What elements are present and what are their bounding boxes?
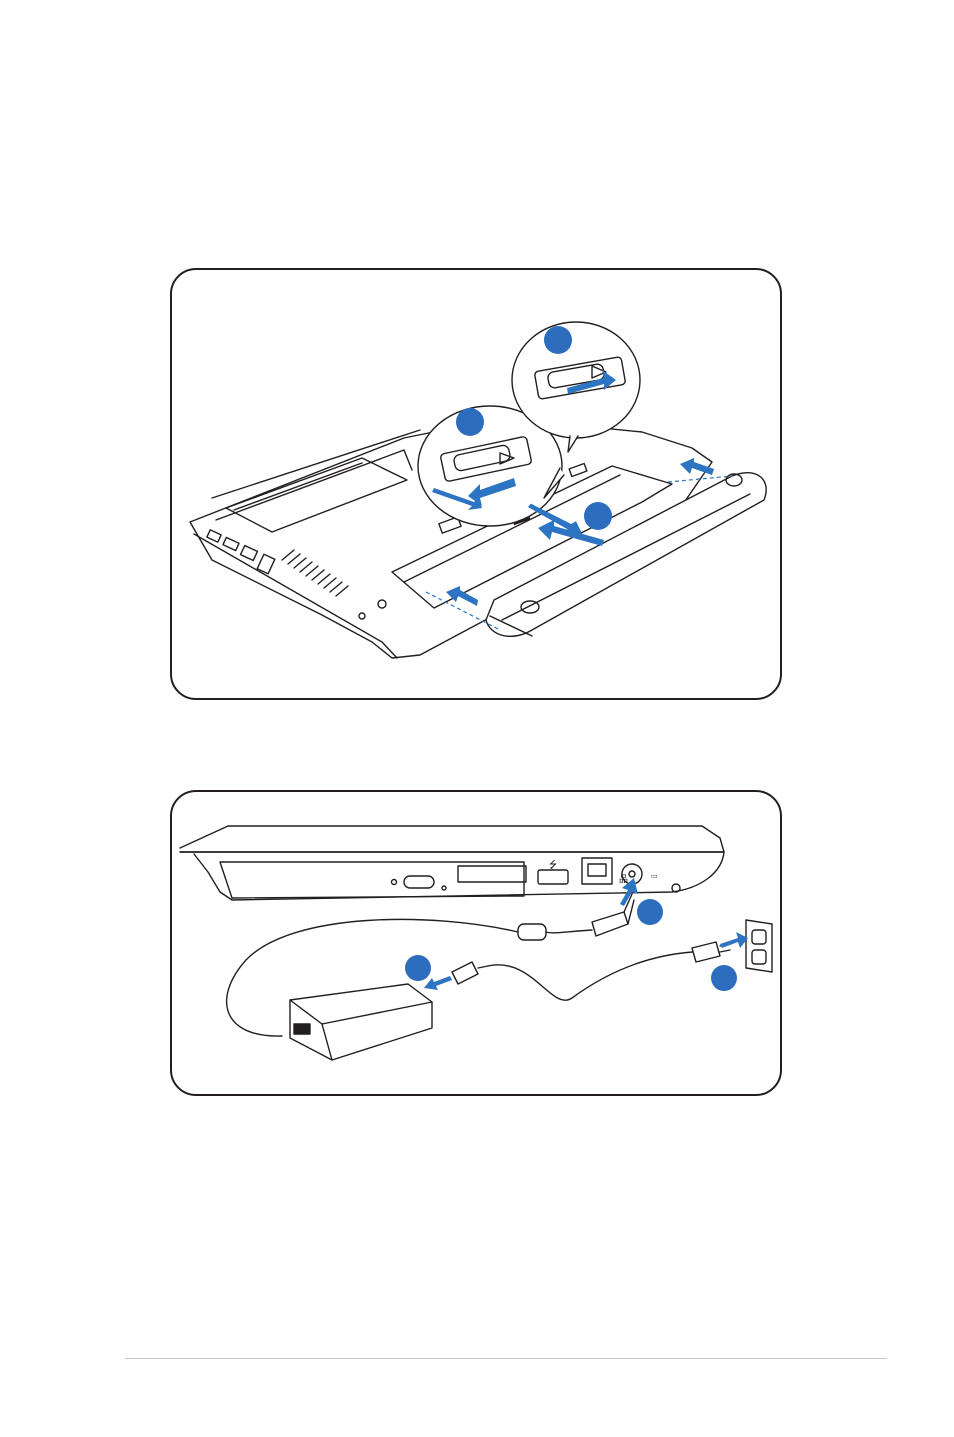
arrow-adapter	[424, 976, 452, 990]
eject-button	[404, 876, 434, 888]
step-badge	[584, 502, 612, 530]
vent-grille	[282, 550, 348, 596]
lan-icon: 品	[619, 874, 628, 885]
battery-install-figure	[170, 268, 782, 700]
dc-in-icon: ▭	[651, 872, 658, 880]
step-badge	[456, 408, 484, 436]
optical-drive	[220, 862, 524, 898]
step-badge	[637, 899, 663, 925]
port	[207, 530, 221, 542]
step-badge	[405, 955, 431, 981]
service-panel	[226, 458, 407, 532]
usb-port	[538, 870, 568, 884]
ferrite-core	[518, 924, 546, 940]
power-adapter	[290, 984, 432, 1060]
wall-plug	[692, 942, 720, 962]
ac-cord-plug	[452, 962, 478, 984]
arrow-outlet	[720, 932, 748, 948]
step-badge	[544, 326, 572, 354]
footer-rule	[125, 1358, 887, 1359]
port	[223, 537, 239, 550]
ac-cord	[488, 952, 692, 1000]
step-badge	[711, 965, 737, 991]
usb-icon: ⭍	[549, 859, 557, 871]
dc-plug	[592, 912, 628, 936]
lan-port	[582, 858, 612, 884]
laptop-lid	[180, 826, 724, 852]
arrow-battery-left	[446, 586, 478, 606]
port	[257, 554, 275, 574]
port	[241, 546, 258, 561]
battery-install-illustration	[172, 270, 782, 700]
zoom-callout-right	[512, 322, 640, 438]
power-connect-illustration: ⭍ 品 ▭	[172, 792, 782, 1096]
power-connect-figure: ⭍ 品 ▭	[170, 790, 782, 1096]
